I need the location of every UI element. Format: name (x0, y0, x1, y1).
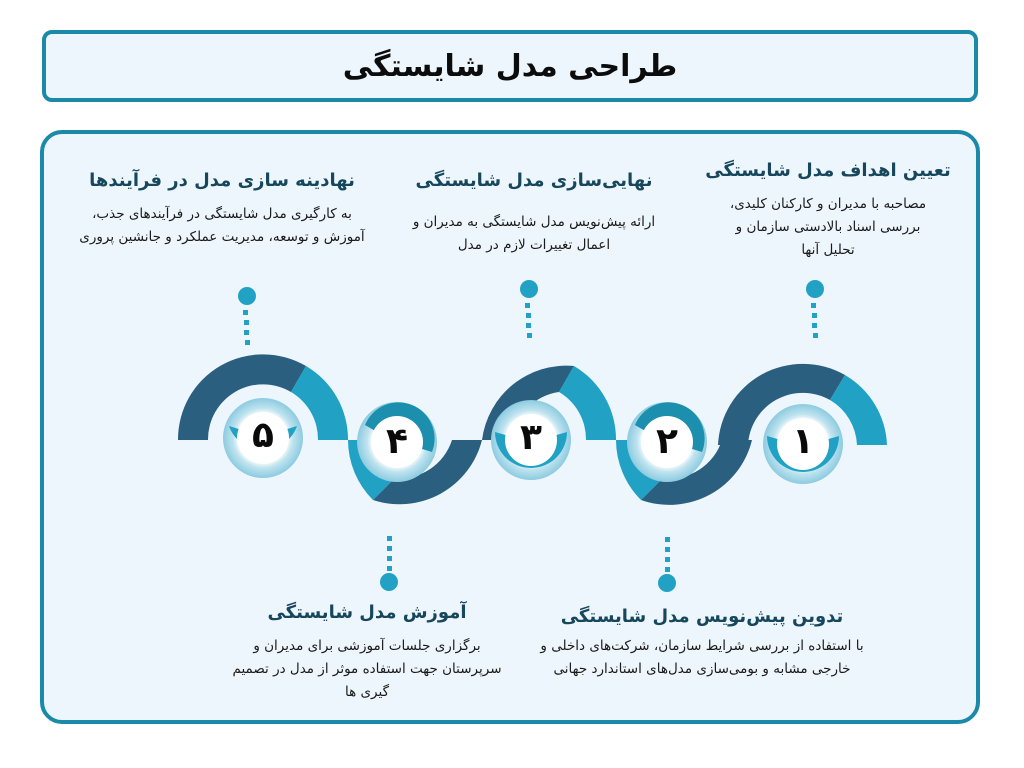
step-3-description: ارائه پیش‌نویس مدل شایستگی به مدیران و ا… (412, 214, 656, 253)
step-4-description: برگزاری جلسات آموزشی برای مدیران و سرپرس… (232, 638, 502, 700)
step-1-description: مصاحبه با مدیران و کارکنان کلیدی، بررسی … (729, 196, 927, 258)
step-5-description: به کارگیری مدل شایستگی در فرآیندهای جذب،… (79, 206, 365, 245)
connector-4 (380, 536, 398, 591)
step-4: آموزش مدل شایستگی برگزاری جلسات آموزشی ب… (232, 602, 502, 704)
title-banner: طراحی مدل شایستگی (42, 30, 978, 102)
connector-5 (238, 287, 256, 345)
connector-2 (658, 537, 676, 592)
ring-1 (763, 404, 843, 484)
wave-arc-5 (177, 354, 349, 440)
step-1-title: تعیین اهداف مدل شایستگی (705, 160, 951, 181)
connector-3 (520, 280, 538, 338)
ring-3 (491, 400, 571, 480)
step-2: تدوین پیش‌نویس مدل شایستگی با استفاده از… (532, 606, 872, 681)
ring-4 (357, 402, 437, 482)
step-5-title: نهادینه سازی مدل در فرآیندها (89, 170, 355, 191)
ring-2 (627, 402, 707, 482)
step-number-5: ۵ (252, 415, 274, 456)
step-4-title: آموزش مدل شایستگی (267, 602, 467, 623)
step-2-title: تدوین پیش‌نویس مدل شایستگی (560, 606, 844, 627)
ring-5 (223, 398, 303, 478)
page-title: طراحی مدل شایستگی (342, 48, 678, 84)
step-2-description: با استفاده از بررسی شرایط سازمان، شرکت‌ه… (540, 638, 864, 677)
step-number-2: ۲ (656, 421, 678, 462)
step-3: نهایی‌سازی مدل شایستگی ارائه پیش‌نویس مد… (398, 170, 670, 257)
step-number-3: ۳ (520, 417, 542, 458)
step-5: نهادینه سازی مدل در فرآیندها به کارگیری … (72, 170, 372, 249)
step-number-4: ۴ (386, 421, 408, 462)
step-number-1: ۱ (792, 421, 814, 462)
step-3-title: نهایی‌سازی مدل شایستگی (415, 170, 653, 191)
connector-1 (806, 280, 824, 338)
wave-arc-1 (718, 363, 887, 445)
step-1: تعیین اهداف مدل شایستگی مصاحبه با مدیران… (688, 160, 968, 262)
